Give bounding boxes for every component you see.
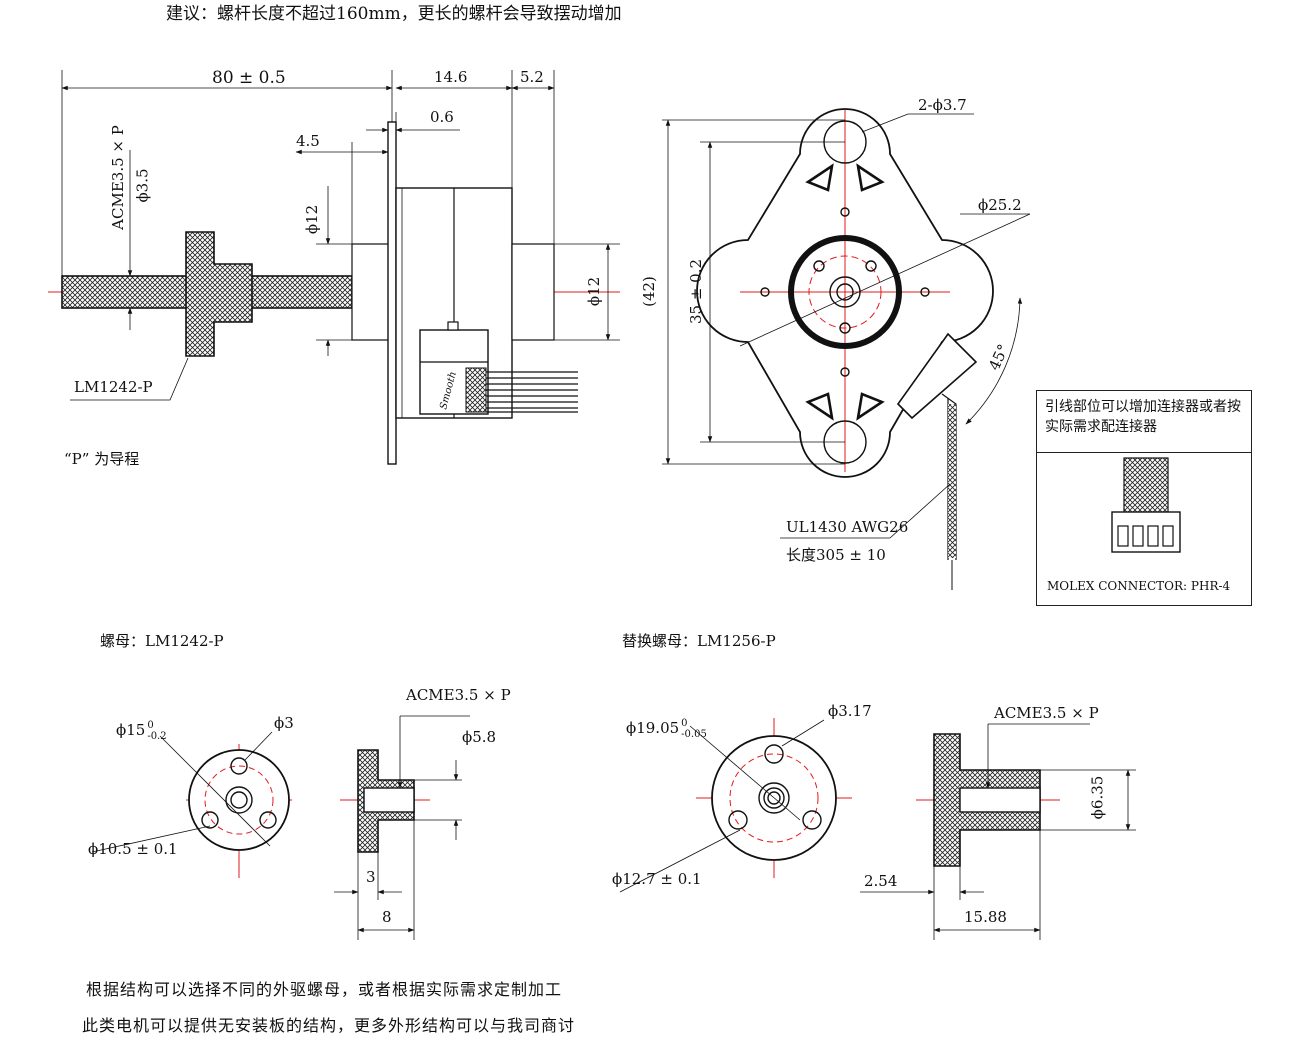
nut-b-hole: ϕ3.17 xyxy=(828,702,872,720)
nut-a-outer-dia-value: ϕ15 xyxy=(116,721,146,739)
nut-label: LM1242-P xyxy=(74,378,153,396)
connector-illustration xyxy=(1111,457,1181,553)
rear-cap xyxy=(511,243,555,341)
front-hub xyxy=(351,243,391,341)
hub-outer xyxy=(788,235,902,349)
mount-plate xyxy=(387,121,397,465)
nut-b-front xyxy=(619,718,852,893)
slot-tr xyxy=(856,163,885,192)
side-view: Smooth xyxy=(48,70,620,465)
nut-a-tol-upper: 0 xyxy=(147,720,154,731)
dim-holes: 2-ϕ3.7 xyxy=(918,96,967,114)
nut-b-outer-dia-value: ϕ19.05 xyxy=(626,719,680,737)
dim-length: 80 ± 0.5 xyxy=(212,68,286,88)
dim-body: 14.6 xyxy=(434,68,468,86)
nut-a-flange-w: 3 xyxy=(366,868,376,886)
dim-thread: ACME3.5 × P xyxy=(108,125,127,230)
nut-a-title: 螺母：LM1242-P xyxy=(100,632,224,650)
nut-b-thread: ACME3.5 × P xyxy=(994,704,1099,722)
dim-hole-pitch: 35 ± 0.2 xyxy=(687,258,706,325)
nut-b-boss-dia: ϕ6.35 xyxy=(1088,775,1107,820)
side-connector xyxy=(419,321,578,415)
slot-br xyxy=(856,392,885,421)
dim-flange: 0.6 xyxy=(430,108,454,126)
wire-spec: UL1430 AWG26 xyxy=(786,518,909,536)
nut-b-title: 替换螺母：LM1256-P xyxy=(622,632,776,650)
slot-bl xyxy=(805,392,834,421)
nut-a-boss-dia: ϕ5.8 xyxy=(462,728,497,746)
dim-rear: 5.2 xyxy=(520,68,544,86)
lead-note: “P” 为导程 xyxy=(64,450,140,468)
slot-tl xyxy=(805,163,834,192)
dim-shaft-dia: ϕ12 xyxy=(303,204,322,235)
nut-b-section xyxy=(860,723,1136,940)
nut-on-screw xyxy=(185,231,253,357)
hub-pcd xyxy=(808,255,882,329)
nut-b-tol-lower: -0.05 xyxy=(681,729,707,740)
dim-nut-len: 4.5 xyxy=(296,132,320,150)
footer-line-1: 根据结构可以选择不同的外驱螺母，或者根据实际需求定制加工 xyxy=(86,980,563,999)
connector-note: 引线部位可以增加连接器或者按实际需求配连接器 xyxy=(1037,391,1251,453)
nut-leader xyxy=(70,357,189,401)
angle-arc xyxy=(965,297,1023,425)
nut-b-total-len: 15.88 xyxy=(964,908,1007,926)
dim-rear-dia: ϕ12 xyxy=(585,276,604,307)
footer-line-2: 此类电机可以提供无安装板的结构，更多外形结构可以与我司商讨 xyxy=(82,1016,576,1035)
nut-a-section xyxy=(334,715,470,940)
nut-a-front xyxy=(91,731,292,878)
nut-b-pcd: ϕ12.7 ± 0.1 xyxy=(612,870,702,888)
nut-a-thread: ACME3.5 × P xyxy=(406,686,511,704)
dim-hub-dia: ϕ25.2 xyxy=(978,196,1022,214)
dim-lead-dia: ϕ3.5 xyxy=(133,168,152,203)
nut-b-flange-w: 2.54 xyxy=(864,872,898,890)
nut-b-tol-upper: 0 xyxy=(681,718,688,729)
dim-overall-height: (42) xyxy=(639,276,658,307)
front-view xyxy=(662,108,1031,590)
header-note: 建议：螺杆长度不超过160mm，更长的螺杆会导致摆动增加 xyxy=(166,4,622,24)
wire-length: 长度305 ± 10 xyxy=(786,546,886,564)
nut-a-hole: ϕ3 xyxy=(274,714,294,732)
connector-note-box: 引线部位可以增加连接器或者按实际需求配连接器 MOLEX CONNECTOR: … xyxy=(1036,390,1252,606)
nut-a-tol-lower: -0.2 xyxy=(147,731,167,742)
nut-a-total-len: 8 xyxy=(382,908,392,926)
nut-a-pcd: ϕ10.5 ± 0.1 xyxy=(88,840,178,858)
connector-name: MOLEX CONNECTOR: PHR-4 xyxy=(1047,579,1231,593)
